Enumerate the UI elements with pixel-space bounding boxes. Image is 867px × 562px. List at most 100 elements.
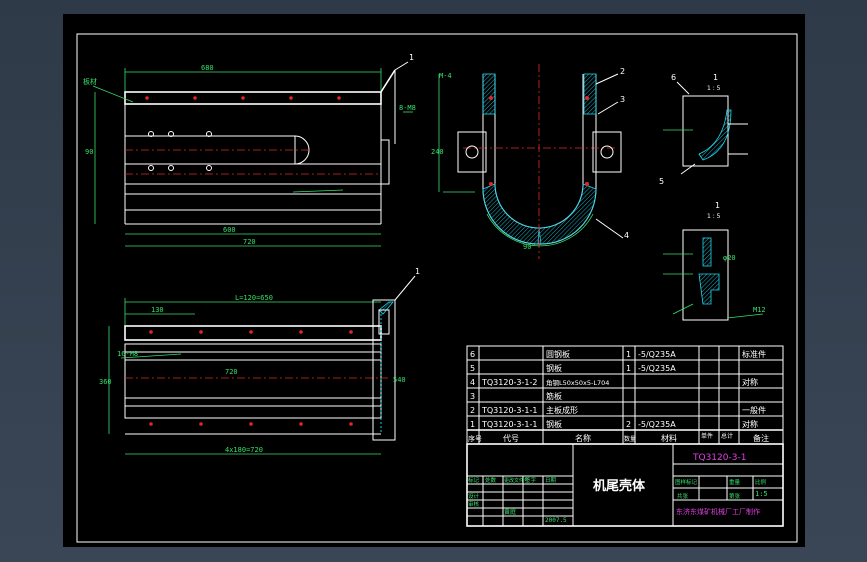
- svg-text:720: 720: [243, 238, 256, 246]
- svg-text:360: 360: [99, 378, 112, 386]
- svg-text:M-4: M-4: [439, 72, 452, 80]
- row-code: TQ3120-3-1-1: [481, 406, 537, 415]
- header-total: 总计: [721, 432, 733, 440]
- svg-text:M12: M12: [753, 306, 766, 314]
- svg-text:720: 720: [225, 368, 238, 376]
- svg-text:90: 90: [85, 148, 93, 156]
- svg-text:600: 600: [223, 226, 236, 234]
- svg-text:第张: 第张: [729, 492, 741, 500]
- svg-text:比例: 比例: [755, 478, 767, 486]
- drawing-title: 机尾壳体: [593, 478, 646, 494]
- parts-row-6: 6 圆钢板 1 -5/Q235A 标准件: [470, 349, 766, 359]
- svg-text:L=120=650: L=120=650: [235, 294, 273, 302]
- header-name: 名称: [575, 433, 591, 443]
- detail-view-1: [663, 81, 748, 175]
- side-view: 90° 240 M-4: [431, 64, 624, 259]
- title-block: [466, 443, 784, 527]
- row-qty: 1: [626, 350, 631, 359]
- callout-2: 2: [620, 67, 625, 76]
- outer-frame: [76, 33, 798, 543]
- row-mat: -5/Q235A: [638, 364, 676, 373]
- row-mat: -5/Q235A: [638, 420, 676, 429]
- scale-value: 1:5: [755, 490, 768, 498]
- row-name: 圆钢板: [546, 349, 570, 359]
- svg-text:标记: 标记: [468, 476, 480, 484]
- row-note: 标准件: [742, 349, 766, 359]
- svg-text:签字: 签字: [525, 476, 537, 484]
- plan-view: L=120=650 130: [99, 275, 416, 455]
- svg-text:处数: 处数: [485, 476, 497, 484]
- header-qty: 数量: [624, 435, 636, 443]
- callout-1: 1: [409, 53, 414, 62]
- svg-text:共张: 共张: [677, 492, 689, 500]
- callout-3: 3: [620, 95, 625, 104]
- parts-table: [466, 345, 784, 445]
- svg-text:680: 680: [201, 64, 214, 72]
- row-mat: -5/Q235A: [638, 350, 676, 359]
- row-name: 筋板: [546, 391, 562, 401]
- svg-text:重量: 重量: [729, 478, 741, 486]
- row-no: 6: [470, 350, 475, 359]
- organization-name: 东济东煤矿机械厂工厂制作: [676, 507, 760, 516]
- svg-text:16-M8: 16-M8: [117, 350, 138, 358]
- svg-text:8-M8: 8-M8: [399, 104, 416, 112]
- row-qty: 2: [626, 420, 631, 429]
- row-no: 4: [470, 378, 475, 387]
- drawing-sheet: 680: [63, 14, 805, 547]
- section-label-2: 1: [715, 201, 720, 210]
- svg-text:板材: 板材: [83, 77, 97, 86]
- svg-text:审核: 审核: [468, 500, 480, 508]
- front-view: 680: [83, 61, 416, 247]
- header-code: 代号: [503, 433, 519, 443]
- row-note: 对称: [742, 419, 758, 429]
- svg-text:设计: 设计: [468, 492, 480, 500]
- parts-row-3: 3 筋板: [470, 391, 562, 401]
- svg-text:4x180=720: 4x180=720: [225, 446, 263, 454]
- row-no: 2: [470, 406, 475, 415]
- row-code: TQ3120-3-1-2: [481, 378, 537, 387]
- row-note: 一般件: [742, 405, 766, 415]
- row-note: 对称: [742, 377, 758, 387]
- header-note: 备注: [753, 433, 769, 443]
- svg-text:90°: 90°: [523, 243, 536, 251]
- svg-text:图样标记: 图样标记: [675, 478, 698, 486]
- title-block-labels: 标记 处数 更改文件号 签字 日期 设计 审核 图样标记 重量 比例 共张 第张: [468, 476, 767, 508]
- svg-text:φ20: φ20: [723, 254, 736, 262]
- callout-4: 4: [624, 231, 629, 240]
- callout-6: 6: [671, 73, 676, 82]
- drawing-canvas: 680: [76, 33, 798, 543]
- header-mat: 材料: [661, 433, 677, 443]
- row-no: 3: [470, 392, 475, 401]
- parts-row-1: 1 TQ3120-3-1-1 钢板 2 -5/Q235A 对称: [470, 419, 758, 429]
- section-scale: 1 : 5: [707, 85, 721, 92]
- row-name: 钢板: [546, 419, 562, 429]
- row-name: 角钢L50x50x5-L704: [546, 378, 609, 387]
- parts-row-5: 5 钢板 1 -5/Q235A: [470, 363, 676, 373]
- row-name: 主板成形: [546, 405, 578, 415]
- header-no: 序号: [468, 434, 482, 443]
- drawing-number: TQ3120-3-1: [692, 453, 746, 463]
- parts-row-2: 2 TQ3120-3-1-1 主板成形 一般件: [470, 405, 766, 415]
- detail-view-2: M12 φ20: [663, 229, 766, 321]
- row-name: 钢板: [546, 363, 562, 373]
- callout-5: 5: [659, 177, 664, 186]
- svg-text:540: 540: [393, 376, 406, 384]
- svg-text:130: 130: [151, 306, 164, 314]
- row-qty: 1: [626, 364, 631, 373]
- row-no: 5: [470, 364, 475, 373]
- row-no: 1: [470, 420, 475, 429]
- parts-row-4: 4 TQ3120-3-1-2 角钢L50x50x5-L704 对称: [470, 377, 758, 387]
- svg-text:日期: 日期: [545, 477, 557, 484]
- section-scale-2: 1 : 5: [707, 213, 721, 220]
- svg-text:更改文件号: 更改文件号: [504, 477, 529, 484]
- parts-table-header: 序号 代号 名称 数量 材料 单件 总计 备注: [468, 432, 769, 443]
- row-code: TQ3120-3-1-1: [481, 420, 537, 429]
- design-date: 2007.5: [545, 517, 567, 524]
- svg-text:240: 240: [431, 148, 444, 156]
- designer-name: 黄庭: [504, 508, 516, 516]
- header-unit: 单件: [701, 432, 713, 440]
- section-label: 1: [713, 73, 718, 82]
- callout-1-plan: 1: [415, 267, 420, 276]
- callouts: 1 1 2 3 4 5 6 1 1 : 5 1 1 : 5: [409, 53, 721, 276]
